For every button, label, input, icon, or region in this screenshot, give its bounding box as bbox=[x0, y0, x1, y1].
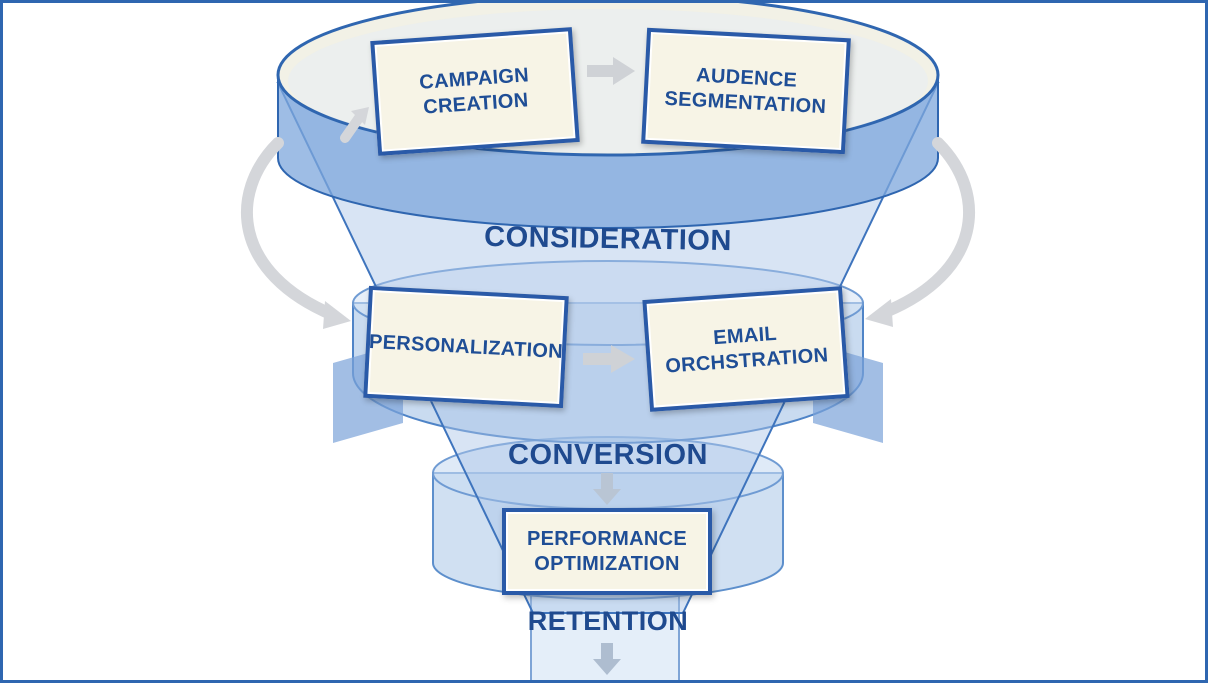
curved-arrow-icon-right bbox=[877, 137, 975, 319]
performance-optimization-box: PERFORMANCE OPTIMIZATION bbox=[502, 508, 712, 595]
email-orchestration-box: EMAIL ORCHSTRATION bbox=[642, 286, 850, 412]
stage-label-consideration: CONSIDERATION bbox=[483, 220, 733, 258]
curved-arrow-icon-left bbox=[241, 137, 339, 321]
down-arrow-icon-lower bbox=[593, 643, 621, 675]
right-arrow-icon-middle bbox=[583, 345, 635, 373]
stage-label-retention: RETENTION bbox=[527, 606, 689, 636]
personalization-box: PERSONALIZATION bbox=[363, 285, 569, 409]
down-arrow-icon-upper bbox=[593, 473, 621, 505]
campaign-creation-box: CAMPAIGN CREATION bbox=[370, 27, 580, 156]
stage-label-conversion: CONVERSION bbox=[508, 439, 708, 471]
right-arrow-icon-top bbox=[587, 57, 635, 85]
audience-segmentation-box: AUDENCE SEGMENTATION bbox=[641, 27, 851, 155]
